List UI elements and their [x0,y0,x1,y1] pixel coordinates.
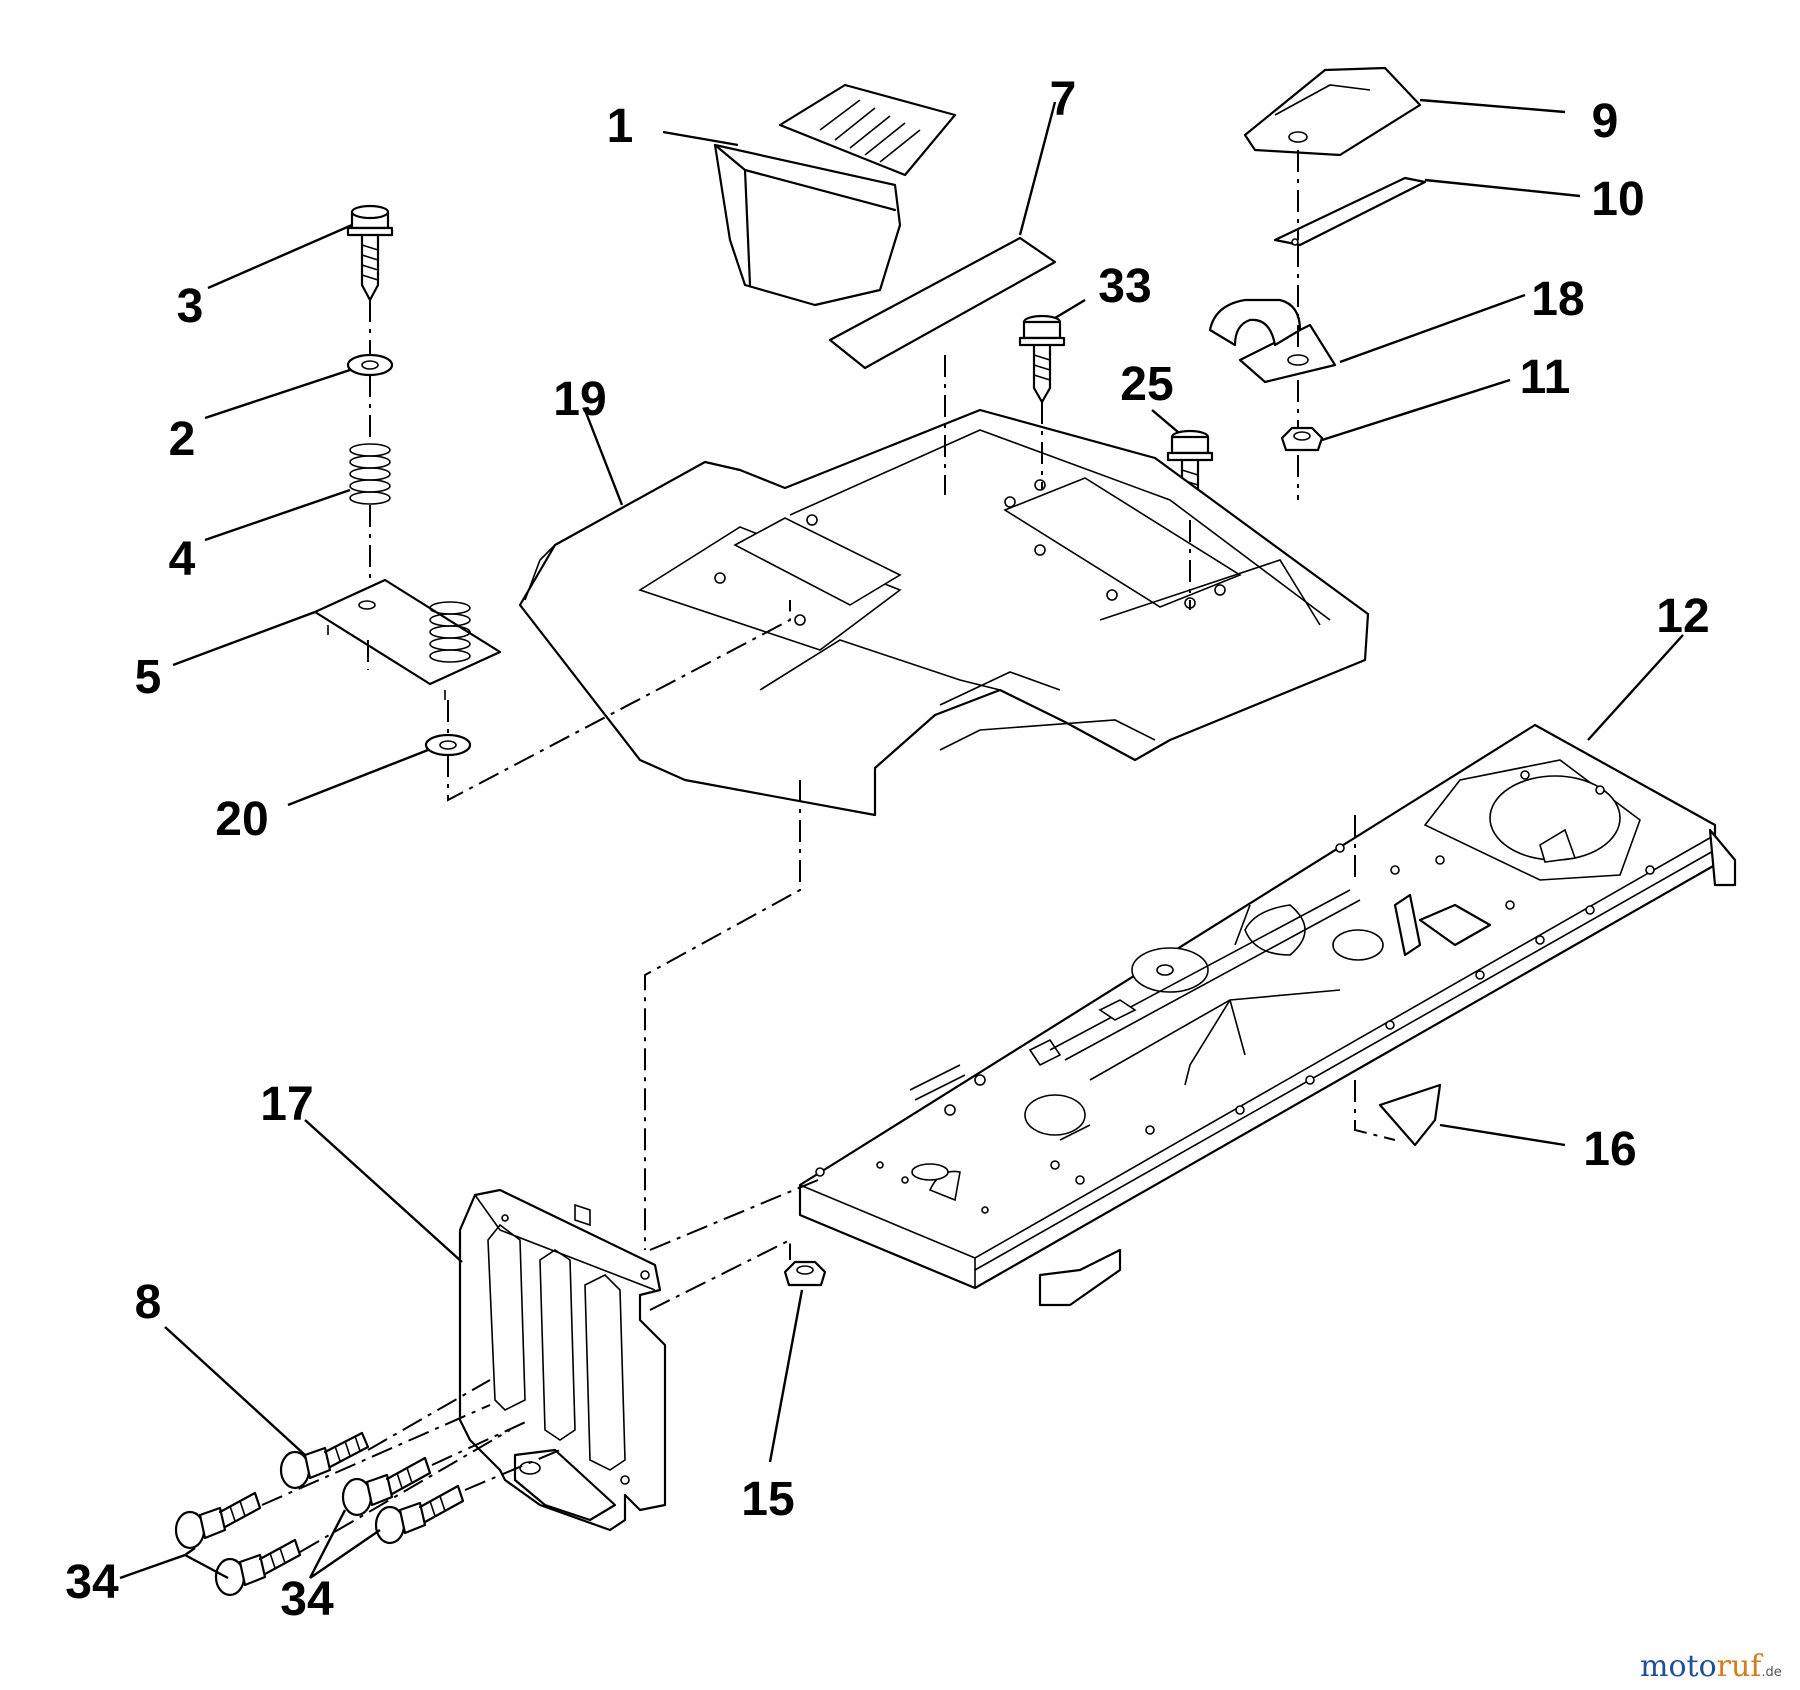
callout-25: 25 [1120,358,1173,411]
nut-part-15 [783,1260,827,1287]
callout-12: 12 [1656,590,1709,643]
svg-text:motoruf.de: motoruf.de [1640,1649,1782,1684]
bolt-part-34c [341,1456,432,1517]
battery-box-part [713,83,957,307]
leader-lines [119,98,1684,1580]
watermark-ruf: ruf [1717,1649,1764,1684]
bracket-part-16 [1378,1083,1442,1147]
callout-19: 19 [553,373,606,426]
callout-5: 5 [135,651,162,704]
callout-10: 10 [1591,173,1644,226]
bolt-part-34d [374,1484,465,1545]
callout-1: 1 [607,100,634,153]
frame-part-12 [798,723,1737,1307]
washer-part-2 [346,353,394,377]
callout-15: 15 [741,1473,794,1526]
callout-34-center: 34 [280,1573,334,1626]
plate-part [1273,176,1427,247]
washer-part-20 [424,733,472,757]
spring-part-4 [349,443,391,505]
callout-9: 9 [1592,95,1619,148]
callout-16: 16 [1583,1123,1636,1176]
callout-4: 4 [169,533,196,586]
callout-18: 18 [1531,273,1584,326]
callout-11: 11 [1520,351,1571,404]
seat-plate-part-5 [313,578,502,700]
callout-20: 20 [215,793,268,846]
callout-17: 17 [260,1078,313,1131]
bolt-part-34a [174,1491,262,1550]
clamp-part [1208,298,1337,384]
watermark-moto: moto [1640,1649,1717,1684]
callout-2: 2 [169,413,196,466]
bolt-part-3 [346,204,394,302]
bolt-part-34b [214,1538,302,1597]
decal-part [828,236,1057,370]
fender-part-19 [518,408,1370,817]
nut-part-11 [1280,426,1324,452]
callout-34-left: 34 [65,1556,119,1609]
bracket-cover-part [1243,66,1422,157]
callout-33: 33 [1098,260,1151,313]
assembly-lines [261,150,1396,1553]
bolt-part-8 [279,1431,370,1490]
watermark-tld: .de [1761,1665,1781,1680]
bolt-part-33 [1018,314,1066,404]
watermark-logo: motoruf.de [1640,1649,1782,1684]
front-bracket-part-17 [458,1188,667,1532]
callout-3: 3 [177,280,204,333]
callout-labels: 1 7 9 10 18 11 33 25 3 2 4 5 20 19 12 16… [65,73,1709,1626]
callout-8: 8 [135,1276,162,1329]
callout-7: 7 [1050,73,1077,126]
